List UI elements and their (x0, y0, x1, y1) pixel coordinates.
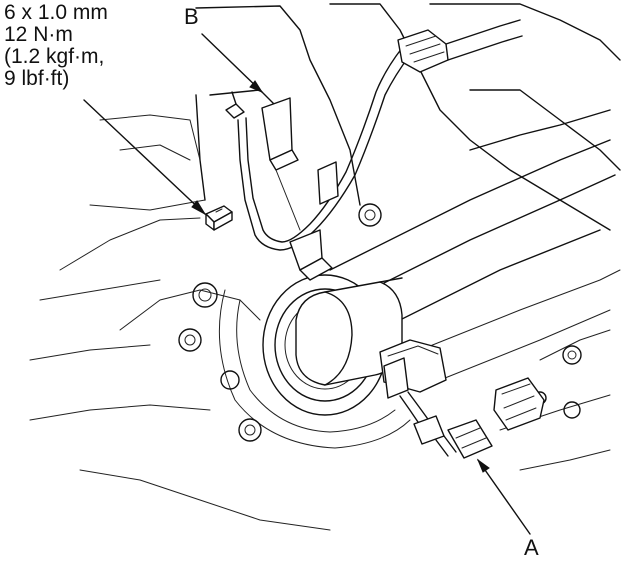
shaft-housing (329, 109, 621, 471)
spec-line-size: 6 x 1.0 mm (4, 1, 108, 24)
spec-line-torque-nm: 12 N·m (4, 23, 73, 46)
leader-a (477, 459, 531, 535)
upper-housing (29, 3, 621, 531)
connector-a (379, 339, 545, 459)
bolt-6x1 (205, 205, 233, 231)
spec-line-torque-kgfm: (1.2 kgf·m, (4, 45, 105, 68)
leader-spec (83, 99, 206, 215)
harness-bracket (261, 97, 339, 281)
torque-spec-callout: 6 x 1.0 mm 12 N·m (1.2 kgf·m, 9 lbf·ft) (4, 2, 108, 90)
housing-bosses (178, 203, 582, 442)
leader-lines (83, 33, 531, 535)
harness-b (225, 19, 523, 251)
label-b: B (184, 4, 199, 29)
leader-b (201, 33, 263, 93)
label-a: A (524, 535, 539, 560)
spec-line-torque-lbfft: 9 lbf·ft) (4, 67, 70, 90)
